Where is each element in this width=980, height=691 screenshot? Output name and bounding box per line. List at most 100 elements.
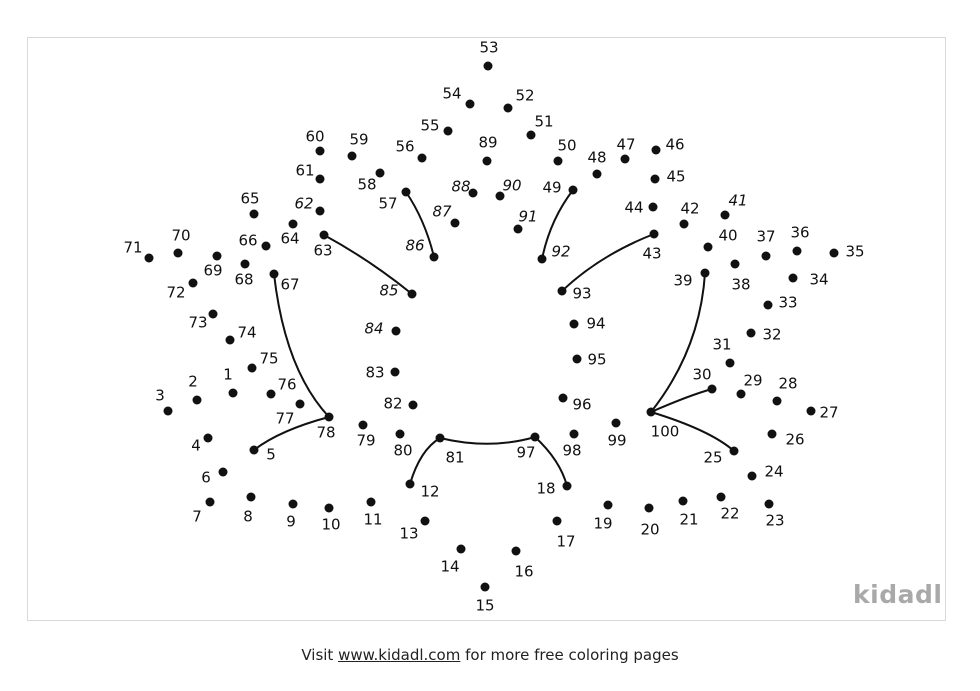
dot-16	[511, 546, 521, 556]
dot-40	[703, 242, 713, 252]
dot-label: 46	[665, 136, 684, 154]
dot-label: 27	[819, 404, 838, 422]
dot-52	[503, 103, 513, 113]
dot-label: 47	[616, 136, 635, 154]
dot-89	[482, 156, 492, 166]
dot-45	[650, 174, 660, 184]
dot-label: 98	[562, 442, 581, 460]
dot-19	[603, 500, 613, 510]
dot-15	[480, 582, 490, 592]
dot-label: 69	[203, 262, 222, 280]
dot-label: 86	[405, 237, 424, 255]
pre-drawn-guide-line	[273, 273, 330, 418]
dot-62	[315, 206, 325, 216]
dot-82	[408, 400, 418, 410]
dot-label: 4	[191, 437, 201, 455]
dot-51	[526, 130, 536, 140]
dot-label: 21	[679, 511, 698, 529]
dot-label: 20	[640, 521, 659, 539]
dot-label: 95	[587, 351, 606, 369]
dot-50	[553, 156, 563, 166]
dot-label: 23	[765, 512, 784, 530]
dot-label: 96	[572, 396, 591, 414]
dot-label: 44	[624, 199, 643, 217]
dot-label: 85	[379, 282, 398, 300]
dot-label: 92	[551, 243, 570, 261]
dot-label: 28	[778, 375, 797, 393]
dot-1	[228, 388, 238, 398]
dot-label: 6	[201, 469, 211, 487]
dot-label: 79	[356, 432, 375, 450]
dot-label: 100	[651, 423, 680, 441]
dot-label: 87	[432, 203, 452, 221]
dot-label: 15	[475, 597, 494, 615]
dot-76	[266, 389, 276, 399]
dot-label: 39	[673, 272, 692, 290]
dot-84	[391, 326, 401, 336]
dot-label: 76	[277, 376, 296, 394]
dot-label: 97	[516, 444, 535, 462]
dot-label: 62	[294, 195, 313, 213]
dot-label: 40	[718, 227, 737, 245]
dot-7	[205, 497, 215, 507]
footer-prefix: Visit	[301, 646, 339, 664]
dot-label: 59	[349, 131, 368, 149]
dot-93	[557, 286, 567, 296]
dot-64	[288, 219, 298, 229]
dot-47	[620, 154, 630, 164]
dot-73	[208, 309, 218, 319]
dot-75	[247, 363, 257, 373]
dot-label: 51	[534, 113, 553, 131]
dot-label: 49	[542, 179, 561, 197]
dot-label: 65	[240, 190, 259, 208]
dot-label: 35	[845, 243, 864, 261]
dot-70	[173, 248, 183, 258]
dot-69	[212, 251, 222, 261]
dot-28	[772, 396, 782, 406]
dot-9	[288, 499, 298, 509]
dot-label: 88	[451, 178, 470, 196]
dot-label: 72	[166, 284, 185, 302]
pre-drawn-guide-line	[439, 436, 536, 445]
dot-42	[679, 219, 689, 229]
kidadl-link[interactable]: www.kidadl.com	[338, 646, 461, 664]
dot-label: 93	[572, 285, 591, 303]
dot-31	[725, 358, 735, 368]
dot-label: 26	[785, 431, 804, 449]
dot-label: 17	[556, 533, 575, 551]
dot-8	[246, 492, 256, 502]
dot-46	[651, 145, 661, 155]
dot-label: 11	[363, 511, 382, 529]
dot-92	[537, 254, 547, 264]
dot-72	[188, 278, 198, 288]
dot-99	[611, 418, 621, 428]
dot-label: 30	[692, 366, 711, 384]
dot-label: 5	[266, 446, 276, 464]
dot-label: 82	[383, 395, 402, 413]
dot-label: 55	[420, 117, 439, 135]
dot-label: 89	[478, 134, 497, 152]
dot-63	[319, 230, 329, 240]
dot-label: 42	[680, 200, 699, 218]
dot-58	[375, 168, 385, 178]
dot-label: 2	[188, 373, 198, 391]
dot-label: 68	[234, 271, 253, 289]
dot-label: 53	[479, 39, 498, 57]
dot-29	[736, 389, 746, 399]
dot-10	[324, 503, 334, 513]
dot-label: 58	[357, 176, 376, 194]
dot-label: 3	[155, 387, 165, 405]
dot-43	[649, 229, 659, 239]
dot-86	[429, 252, 439, 262]
dot-label: 38	[731, 276, 750, 294]
dot-label: 14	[440, 558, 459, 576]
dot-label: 54	[442, 85, 461, 103]
dot-label: 8	[243, 508, 253, 526]
dot-74	[225, 335, 235, 345]
dot-2	[192, 395, 202, 405]
dot-label: 10	[321, 516, 340, 534]
dot-35	[829, 248, 839, 258]
dot-label: 71	[123, 239, 142, 257]
dot-78	[324, 412, 334, 422]
dot-55	[443, 126, 453, 136]
